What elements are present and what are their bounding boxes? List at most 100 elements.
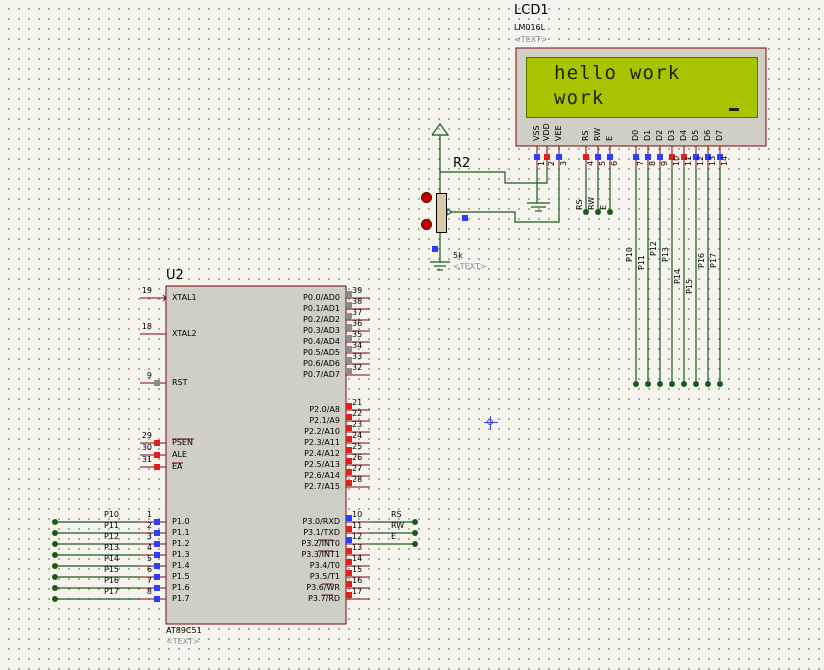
pin-marker[interactable] <box>462 215 468 221</box>
lcd-pin-number: 5 <box>598 160 607 166</box>
pin-marker[interactable] <box>346 335 352 341</box>
pin-marker[interactable] <box>346 592 352 598</box>
junction-dot <box>52 585 58 591</box>
pin-marker[interactable] <box>645 154 651 160</box>
mcu-right-pin-name: P3.7/RD <box>308 594 340 603</box>
junction-dot <box>645 381 651 387</box>
pin-marker[interactable] <box>346 548 352 554</box>
junction-dot <box>595 209 601 215</box>
mcu-right-pin-name: P2.4/A12 <box>304 449 340 458</box>
mcu-left-pin-name: P1.2 <box>172 539 190 548</box>
pin-marker[interactable] <box>346 425 352 431</box>
pin-marker[interactable] <box>154 452 160 458</box>
lcd-pin-label: E <box>605 135 614 141</box>
pin-marker[interactable] <box>346 313 352 319</box>
mcu-right-pin-number: 27 <box>352 464 363 473</box>
pin-marker[interactable] <box>717 154 723 160</box>
pin-marker[interactable] <box>154 440 160 446</box>
mcu-net-label: RS <box>391 510 402 519</box>
pin-marker[interactable] <box>705 154 711 160</box>
pin-marker[interactable] <box>154 530 160 536</box>
pin-marker[interactable] <box>154 563 160 569</box>
crosshair-cursor-icon <box>484 416 498 430</box>
pin-marker[interactable] <box>154 464 160 470</box>
lcd-pin-label: VSS <box>532 125 541 141</box>
pin-marker[interactable] <box>154 519 160 525</box>
mcu-right-pin-name: P0.4/AD4 <box>303 337 340 346</box>
mcu-right-pin-name: P3.5/T1 <box>309 572 340 581</box>
pot-terminal-top[interactable] <box>421 192 432 203</box>
pin-markers <box>154 154 723 602</box>
pin-marker[interactable] <box>346 368 352 374</box>
mcu-right-pin-name: P0.7/AD7 <box>303 370 340 379</box>
pin-marker[interactable] <box>346 436 352 442</box>
pin-marker[interactable] <box>681 154 687 160</box>
mcu-net-label: P10 <box>104 510 120 519</box>
junction-dot <box>717 381 723 387</box>
lcd-control-label: E <box>599 204 608 210</box>
pin-marker[interactable] <box>346 559 352 565</box>
pin-marker[interactable] <box>544 154 550 160</box>
mcu-right-pin-name: P0.1/AD1 <box>303 304 340 313</box>
junction-dot <box>412 541 418 547</box>
pin-marker[interactable] <box>346 291 352 297</box>
pot-terminal-bottom[interactable] <box>421 219 432 230</box>
mcu-left-pin-number: 4 <box>146 543 152 552</box>
lcd-pin-number: 14 <box>720 155 729 166</box>
junction-dot <box>52 552 58 558</box>
lcd-bus-label: P11 <box>637 254 646 270</box>
pin-marker[interactable] <box>346 302 352 308</box>
lcd-ref: LCD1 <box>514 3 549 18</box>
pin-marker[interactable] <box>154 574 160 580</box>
pin-marker[interactable] <box>556 154 562 160</box>
pin-marker[interactable] <box>346 480 352 486</box>
pin-marker[interactable] <box>346 447 352 453</box>
mcu-left-pin-number: 31 <box>141 455 152 464</box>
pin-marker[interactable] <box>346 570 352 576</box>
pin-marker[interactable] <box>154 585 160 591</box>
pin-marker[interactable] <box>154 552 160 558</box>
pin-marker[interactable] <box>595 154 601 160</box>
pin-marker[interactable] <box>607 154 613 160</box>
pin-marker[interactable] <box>154 541 160 547</box>
pin-marker[interactable] <box>346 469 352 475</box>
pin-marker[interactable] <box>346 537 352 543</box>
pin-marker[interactable] <box>346 324 352 330</box>
pin-marker[interactable] <box>154 380 160 386</box>
mcu-left-pin-number: 30 <box>141 443 152 452</box>
junction-dot <box>52 563 58 569</box>
pin-marker[interactable] <box>633 154 639 160</box>
pin-marker[interactable] <box>432 246 438 252</box>
mcu-net-label: E <box>391 532 397 541</box>
pin-marker[interactable] <box>346 346 352 352</box>
mcu-right-pin-number: 11 <box>352 521 363 530</box>
mcu-right-pin-number: 12 <box>352 532 363 541</box>
pin-marker[interactable] <box>346 515 352 521</box>
pin-marker[interactable] <box>657 154 663 160</box>
mcu-left-pin-name: EA <box>172 462 183 471</box>
pin-marker[interactable] <box>346 414 352 420</box>
pin-marker[interactable] <box>346 581 352 587</box>
mcu-left-pin-number: 29 <box>141 431 152 440</box>
mcu-left-pin-name: XTAL2 <box>172 329 197 338</box>
pin-marker[interactable] <box>583 154 589 160</box>
lcd-pin-label: D7 <box>715 129 724 141</box>
mcu-net-label: P17 <box>104 587 120 596</box>
pin-marker[interactable] <box>669 154 675 160</box>
pin-lines <box>140 146 721 600</box>
pin-marker[interactable] <box>346 458 352 464</box>
pin-marker[interactable] <box>534 154 540 160</box>
wiper-arrow-icon <box>446 207 453 217</box>
pin-marker[interactable] <box>346 526 352 532</box>
mcu-right-pin-number: 13 <box>352 543 363 552</box>
mcu-left-pin-name: P1.7 <box>172 594 190 603</box>
mcu-right-pin-name: P2.1/A9 <box>309 416 340 425</box>
junction-dots <box>52 209 723 602</box>
mcu-body[interactable] <box>165 285 347 625</box>
pin-marker[interactable] <box>693 154 699 160</box>
lcd-pin-number: 13 <box>708 155 717 166</box>
pot-body[interactable] <box>436 193 447 233</box>
pin-marker[interactable] <box>154 596 160 602</box>
pin-marker[interactable] <box>346 357 352 363</box>
pin-marker[interactable] <box>346 403 352 409</box>
